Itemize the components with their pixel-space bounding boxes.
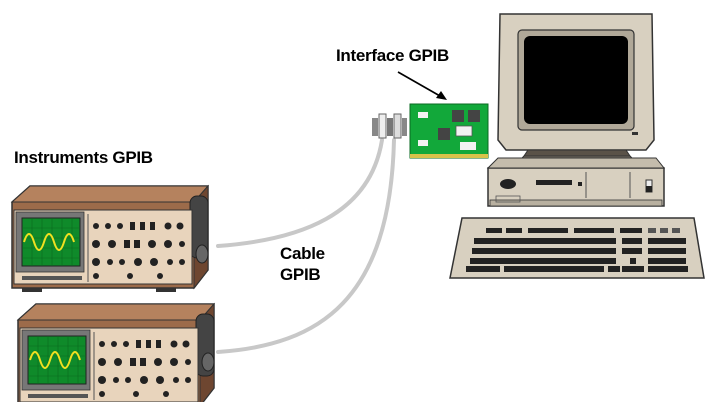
- system-unit: [486, 157, 666, 207]
- computer-icon: [449, 13, 705, 279]
- interface-gpib-label: Interface GPIB: [336, 46, 449, 65]
- cable-label-line2: GPIB: [280, 265, 321, 284]
- oscilloscope-icon: [10, 184, 210, 292]
- monitor: [497, 13, 655, 167]
- gpib-connector-icon: [372, 113, 407, 139]
- gpib-cables: [216, 138, 396, 354]
- interface-pointer-arrow: [397, 71, 447, 100]
- cable-label-line1: Cable: [280, 244, 325, 263]
- keyboard-icon: [449, 217, 705, 279]
- oscilloscope-icon: [16, 302, 216, 402]
- cable-upper: [216, 138, 384, 248]
- cable-lower: [216, 138, 396, 354]
- gpib-card-icon: [409, 103, 489, 159]
- instruments-gpib-label: Instruments GPIB: [14, 148, 153, 167]
